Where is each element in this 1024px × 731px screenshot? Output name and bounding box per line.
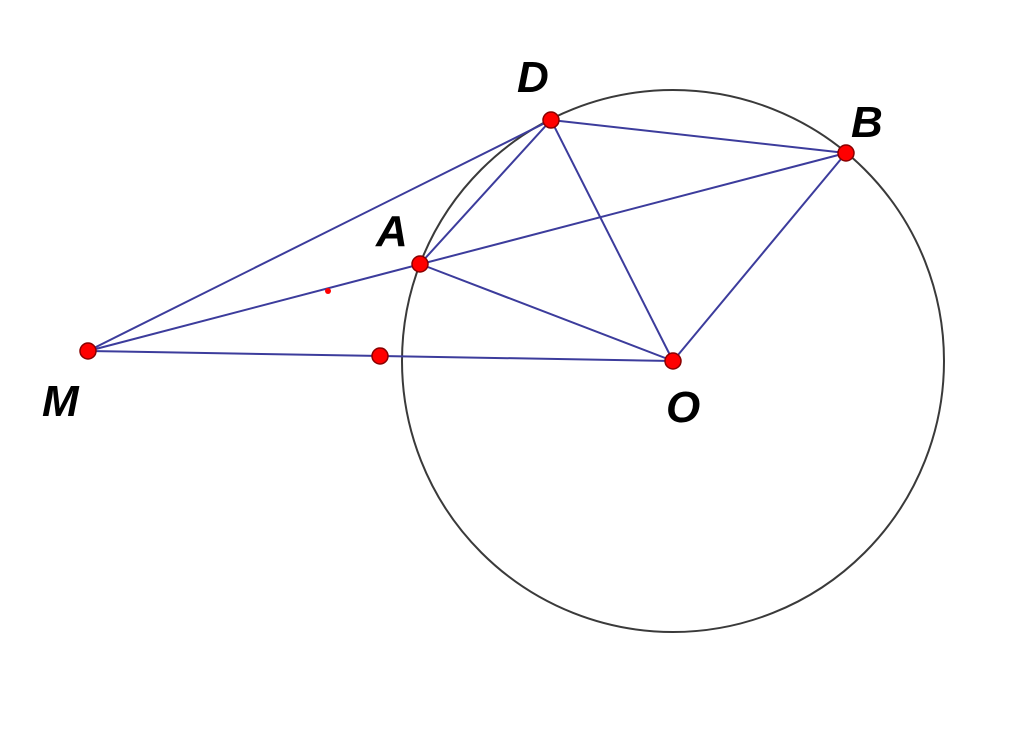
- segment-md: [87, 119, 552, 352]
- label-o: O: [666, 383, 700, 432]
- points: [79, 111, 855, 370]
- point-o[interactable]: [664, 352, 682, 370]
- segment-da: [419, 119, 552, 265]
- point-m[interactable]: [79, 342, 97, 360]
- segment-mb: [87, 152, 847, 352]
- segment-db: [550, 119, 847, 154]
- segment-ao: [419, 263, 674, 362]
- segment-bo: [672, 152, 847, 362]
- point-circle-intersection[interactable]: [371, 347, 389, 365]
- point-a[interactable]: [411, 255, 429, 273]
- point-b[interactable]: [837, 144, 855, 162]
- label-m: M: [42, 377, 80, 426]
- circle-o: [401, 89, 945, 633]
- point-small-midpoint: [325, 288, 331, 294]
- label-b: B: [851, 98, 883, 147]
- label-a: A: [375, 207, 408, 256]
- label-d: D: [517, 53, 549, 102]
- point-d[interactable]: [542, 111, 560, 129]
- segments: [87, 119, 847, 362]
- segment-do: [550, 119, 674, 362]
